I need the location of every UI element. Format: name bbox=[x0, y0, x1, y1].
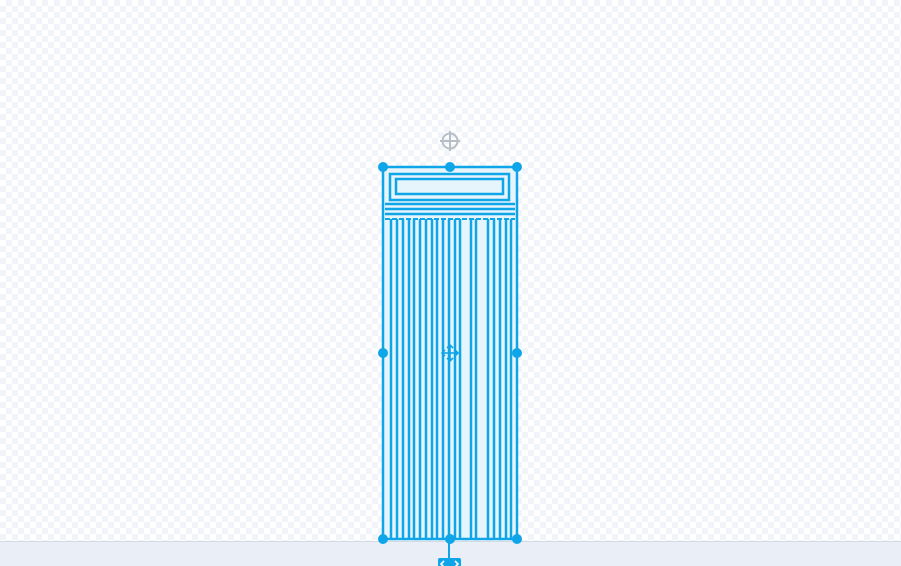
handle-bottom-right bbox=[512, 534, 522, 544]
handle-top-left bbox=[378, 162, 388, 172]
selection-handles[interactable] bbox=[378, 162, 522, 544]
handle-middle-right bbox=[512, 348, 522, 358]
handle-bottom-left bbox=[378, 534, 388, 544]
handle-top-right bbox=[512, 162, 522, 172]
handle-middle-left bbox=[378, 348, 388, 358]
handle-top-center bbox=[445, 162, 455, 172]
resize-horizontal-icon[interactable] bbox=[438, 541, 461, 566]
move-arrows-icon[interactable] bbox=[440, 343, 460, 363]
rotate-handle-icon[interactable] bbox=[440, 131, 460, 151]
door-vertical-slats bbox=[389, 219, 513, 538]
handle-bottom-center bbox=[445, 534, 455, 544]
door-object[interactable] bbox=[381, 165, 519, 541]
